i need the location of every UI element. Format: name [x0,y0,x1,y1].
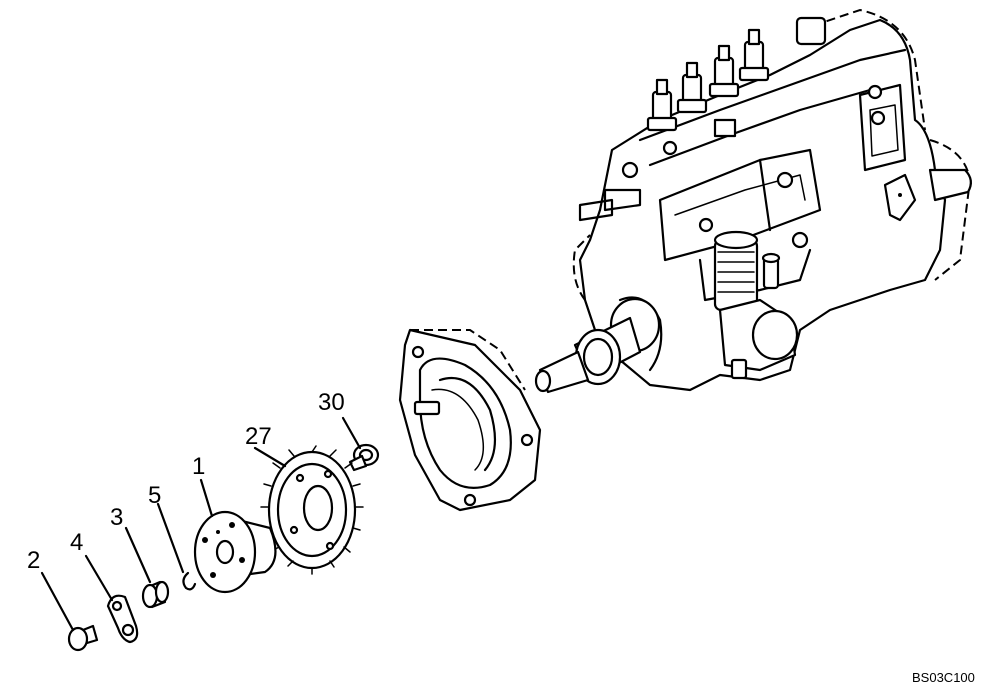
callout-4: 4 [70,529,83,556]
callout-5: 5 [148,482,161,509]
gear-part-27 [253,445,364,575]
callout-30: 30 [318,389,345,416]
callout-27: 27 [245,423,272,450]
callout-3: 3 [110,504,123,531]
delivery-valve-fitting [646,78,678,132]
delivery-valve-fitting [738,28,770,82]
feed-pump [713,230,799,380]
drawing-id: BS03C100 [912,670,975,685]
injection-pump-body [534,8,972,394]
sleeve-part-3 [124,526,170,609]
bolt-part-30 [341,416,380,472]
callout-1: 1 [192,453,205,480]
snap-ring-part-5 [156,502,197,591]
pump-top-cap [795,16,827,46]
governor-lever [883,173,917,222]
hub-part-1 [193,478,277,594]
delivery-valve-fitting [708,44,740,98]
pump-drive-shaft [534,297,661,394]
adapter-flange [398,328,542,512]
bolt-part-2 [40,571,99,652]
callout-2: 2 [27,547,40,574]
delivery-valve-fitting [676,61,708,114]
lock-plate-part-4 [84,554,139,644]
